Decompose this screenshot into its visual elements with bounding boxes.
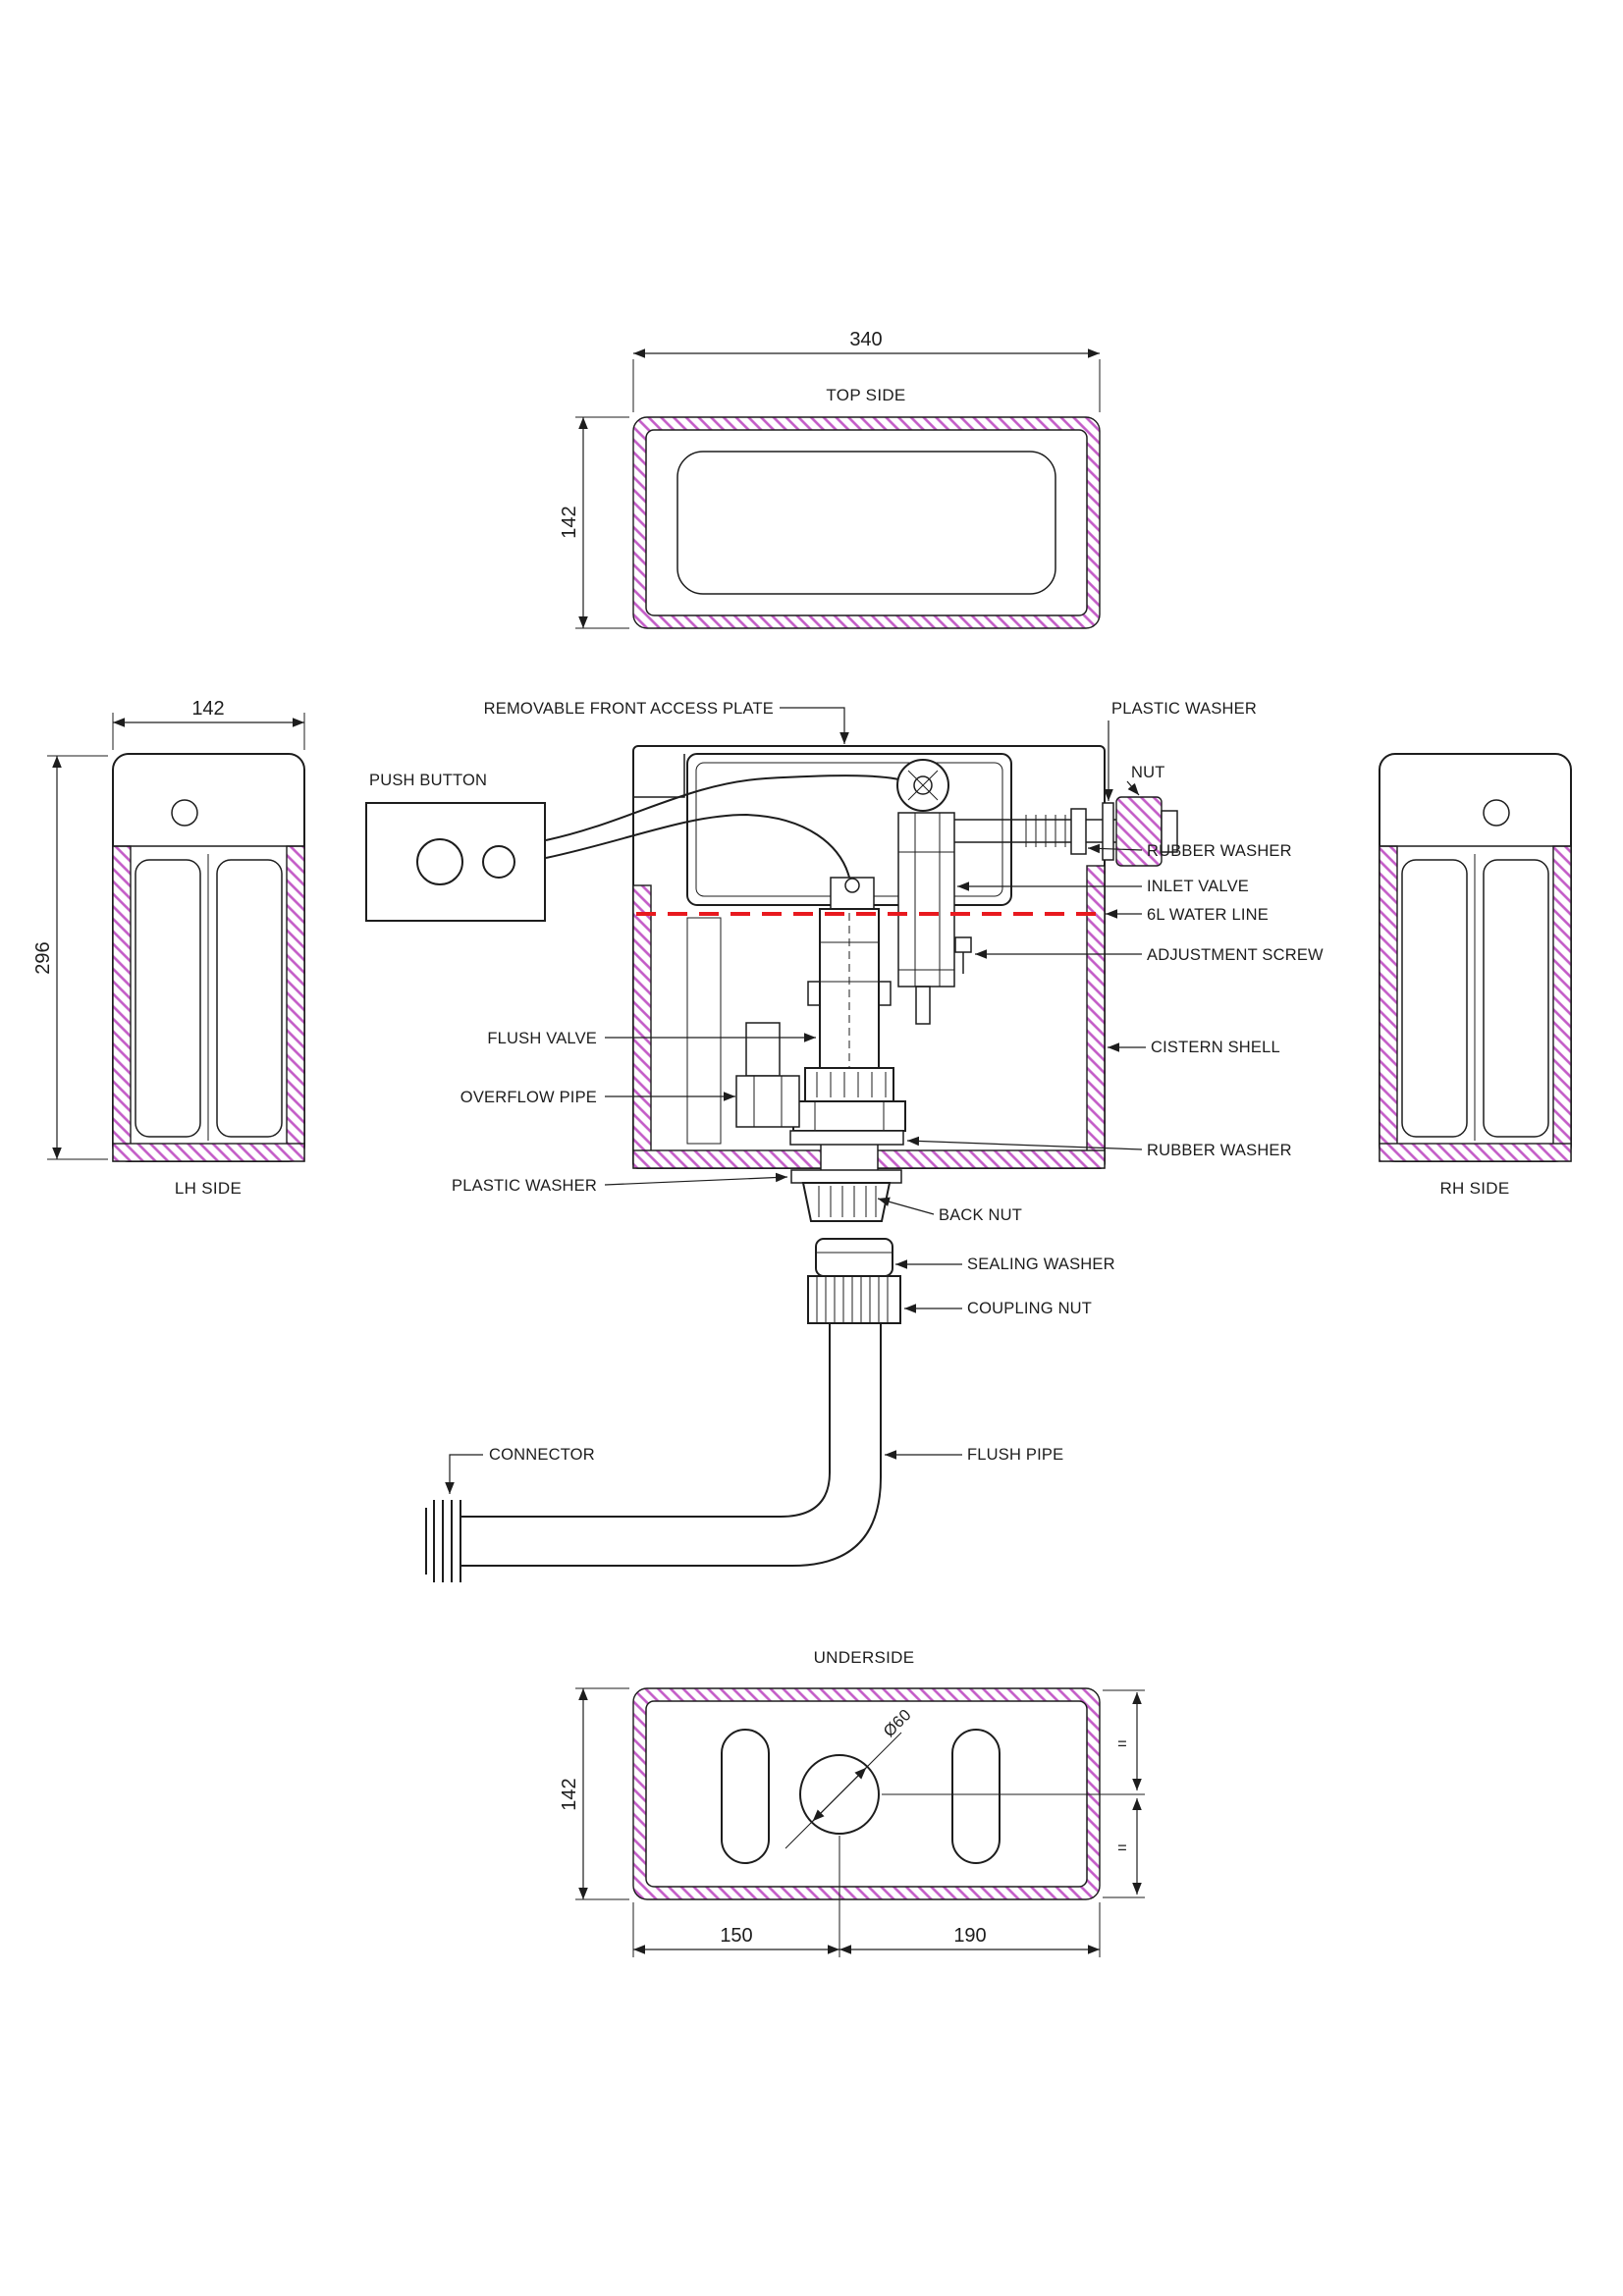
coupling-nut — [807, 1275, 901, 1324]
top-view-lid-seam — [676, 451, 1056, 595]
overflow-pipe-label: OVERFLOW PIPE — [460, 1089, 597, 1106]
rh-side-view-label: RH SIDE — [1439, 1179, 1509, 1198]
internal-channel — [686, 917, 722, 1145]
flush-pipe-assembly: SEALING WASHER COUPLING NUT FLUSH PIPE C… — [425, 1238, 1115, 1582]
push-button-plate — [365, 802, 546, 922]
cistern-shell-label: CISTERN SHELL — [1151, 1039, 1280, 1056]
rh-pushrod-hole — [1483, 799, 1510, 827]
connector-label: CONNECTOR — [489, 1446, 595, 1464]
back-nut-label: BACK NUT — [939, 1206, 1022, 1224]
lh-pushrod-hole — [171, 799, 198, 827]
front-view-callouts: REMOVABLE FRONT ACCESS PLATE PLASTIC WAS… — [452, 700, 1324, 1224]
plastic-washer-bottom-label: PLASTIC WASHER — [452, 1177, 597, 1195]
push-button-large — [416, 838, 463, 885]
top-view-cavity — [645, 429, 1088, 616]
rubber-washer-top-label: RUBBER WASHER — [1147, 842, 1292, 860]
inlet-valve-label: INLET VALVE — [1147, 878, 1249, 895]
lh-height-dimension: 296 — [32, 941, 54, 974]
underside-slot-right — [951, 1729, 1001, 1864]
flush-pipe-label: FLUSH PIPE — [967, 1446, 1063, 1464]
rubber-washer-bottom-label: RUBBER WASHER — [1147, 1142, 1292, 1159]
underside-view-label: UNDERSIDE — [814, 1648, 915, 1667]
adjustment-screw-label: ADJUSTMENT SCREW — [1147, 946, 1324, 964]
underside-slot-left — [721, 1729, 770, 1864]
access-plate-label: REMOVABLE FRONT ACCESS PLATE — [484, 700, 774, 718]
flush-valve-assembly — [789, 877, 906, 1222]
inlet-valve-body — [897, 812, 955, 988]
front-view — [545, 745, 1178, 1222]
back-nut — [801, 1182, 892, 1222]
overflow-pipe-assembly — [735, 1022, 800, 1128]
flush-valve-base — [804, 1067, 894, 1102]
lh-width-dimension: 142 — [191, 698, 224, 720]
flush-pipe-inner-edge — [460, 1323, 831, 1518]
cable-to-flush-valve — [545, 813, 851, 882]
sealing-washer — [815, 1238, 893, 1277]
equal-mark-top: = — [1117, 1735, 1127, 1753]
flush-pipe-outer-edge — [460, 1323, 882, 1567]
top-side-view: 340 TOP SIDE 142 — [559, 329, 1101, 629]
water-line-label: 6L WATER LINE — [1147, 906, 1269, 924]
lh-side-view-label: LH SIDE — [175, 1179, 242, 1198]
inlet-valve-assembly — [896, 759, 1178, 1025]
underside-depth-dimension: 142 — [559, 1778, 580, 1810]
underside-right-dimension: 190 — [953, 1925, 986, 1947]
push-button-label: PUSH BUTTON — [369, 772, 487, 789]
rh-side-view: RH SIDE — [1379, 753, 1572, 1198]
outlet-rubber-washer — [789, 1130, 904, 1146]
flush-valve-actuator — [830, 877, 875, 910]
connector — [425, 1500, 461, 1582]
inlet-rubber-washer — [1070, 808, 1087, 855]
outlet-plastic-washer — [790, 1169, 902, 1184]
flush-valve-label: FLUSH VALVE — [487, 1030, 597, 1047]
underside-left-dimension: 150 — [720, 1925, 752, 1947]
top-width-dimension: 340 — [849, 329, 882, 350]
top-depth-dimension: 142 — [559, 506, 580, 538]
nut-label: NUT — [1131, 764, 1165, 781]
plastic-washer-top-label: PLASTIC WASHER — [1111, 700, 1257, 718]
push-button-small — [482, 845, 515, 879]
cable-to-inlet — [545, 774, 912, 841]
lh-side-view: 142 296 LH SIDE — [32, 698, 305, 1198]
overflow-pipe — [735, 1075, 800, 1128]
inlet-plastic-washer — [1102, 802, 1114, 861]
underside-view: UNDERSIDE Ø60 142 150 190 = = — [559, 1648, 1145, 1957]
top-side-view-label: TOP SIDE — [826, 386, 905, 404]
flush-valve-seat — [792, 1100, 906, 1132]
sealing-washer-label: SEALING WASHER — [967, 1255, 1115, 1273]
equal-mark-bottom: = — [1117, 1840, 1127, 1857]
push-button-assembly: PUSH BUTTON — [365, 772, 546, 922]
coupling-nut-label: COUPLING NUT — [967, 1300, 1092, 1317]
